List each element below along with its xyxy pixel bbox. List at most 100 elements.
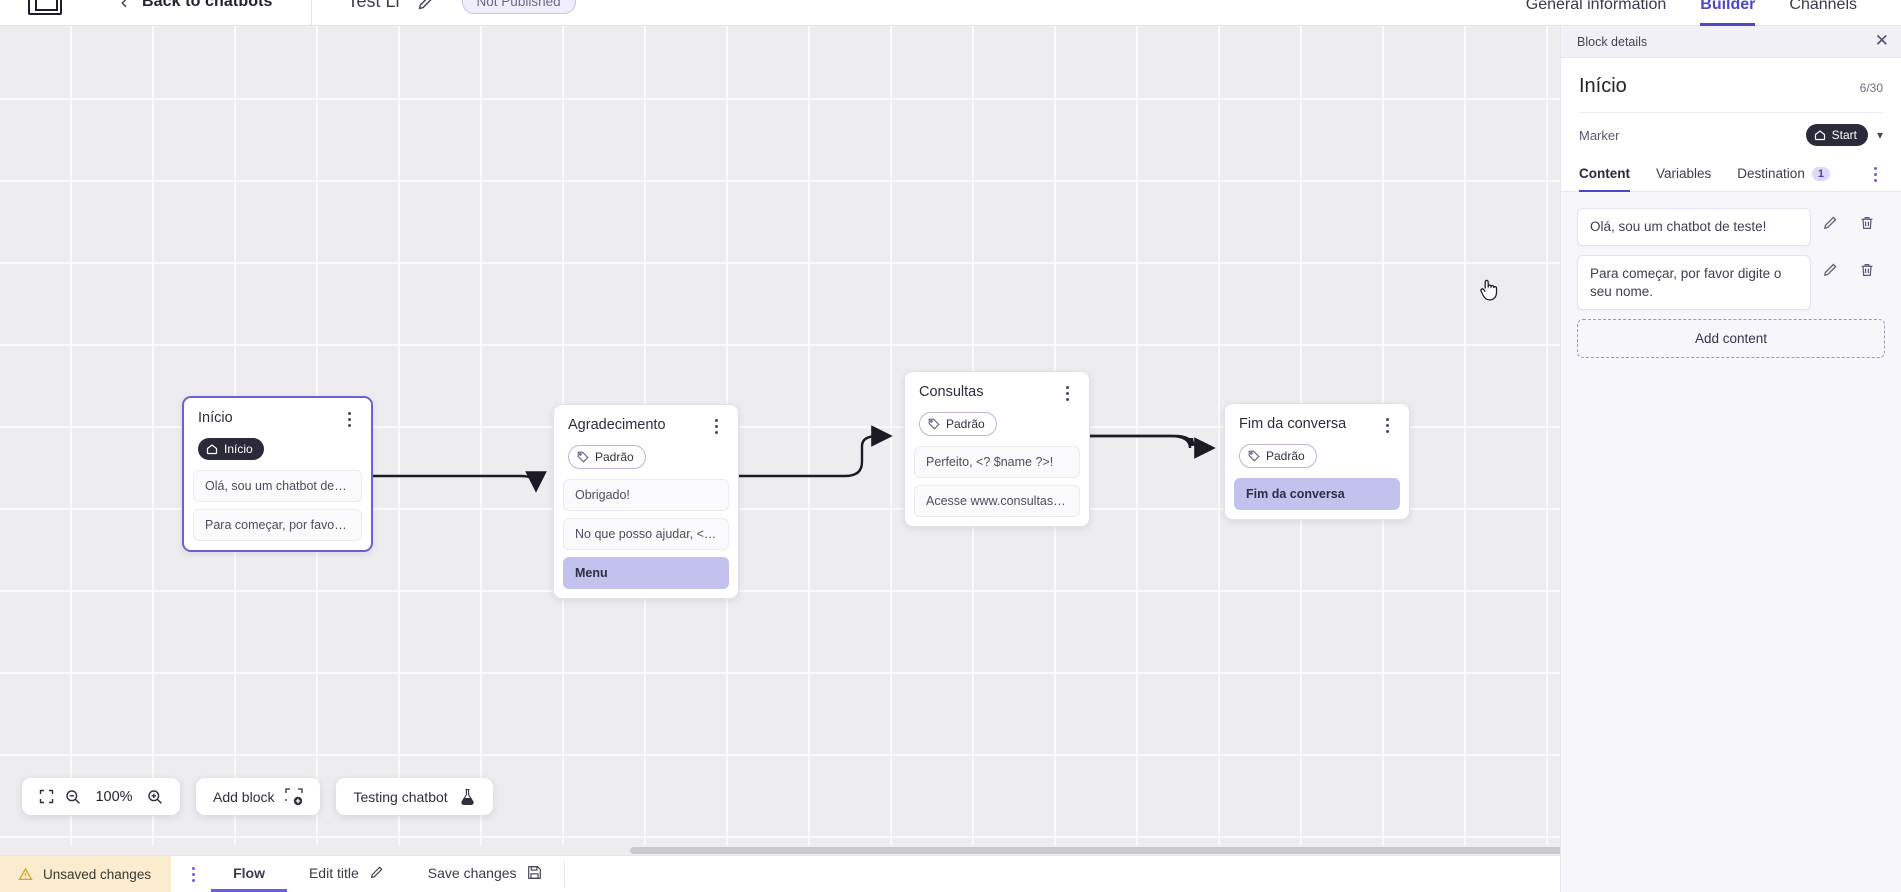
node-header: Fim da conversa Padrão — [1225, 404, 1409, 478]
node-header: Início Início — [184, 398, 371, 470]
zoom-in-icon[interactable] — [147, 789, 163, 805]
add-content-button[interactable]: Add content — [1577, 319, 1885, 359]
panel-overflow-kebab-icon[interactable] — [1867, 166, 1883, 184]
pencil-icon — [369, 865, 384, 880]
app-logo-icon — [28, 0, 62, 15]
statusbar-tab-flow[interactable]: Flow — [211, 856, 287, 892]
flow-node-fim-da-conversa[interactable]: Fim da conversa Padrão Fim da conversa — [1224, 403, 1410, 520]
mouse-cursor-pointer — [1478, 277, 1500, 303]
close-icon[interactable]: ✕ — [1874, 31, 1889, 51]
node-message[interactable]: Obrigado! — [563, 479, 729, 511]
panel-block-count: 6/30 — [1859, 81, 1883, 95]
header-divider — [310, 0, 312, 26]
panel-top-section: Início 6/30 Marker Start ▾ — [1561, 58, 1901, 158]
node-messages: Olá, sou um chatbot de teste! Para começ… — [184, 470, 371, 550]
tab-builder[interactable]: Builder — [1700, 0, 1756, 26]
add-block-label: Add block — [213, 788, 275, 805]
delete-content-button[interactable] — [1848, 255, 1885, 278]
testing-chatbot-button[interactable]: Testing chatbot — [336, 778, 493, 815]
panel-tab-content[interactable]: Content — [1579, 158, 1630, 192]
fit-screen-icon[interactable] — [39, 789, 54, 804]
node-message-menu[interactable]: Menu — [563, 557, 729, 589]
flow-canvas[interactable]: Início Início Olá, sou um chatbot de tes… — [0, 26, 1560, 855]
edit-name-pencil-icon[interactable] — [416, 0, 436, 12]
panel-tabs: Content Variables Destination 1 — [1561, 158, 1901, 192]
node-messages: Fim da conversa — [1225, 478, 1409, 519]
chatbot-name: Test Li — [347, 0, 400, 11]
home-icon — [1814, 130, 1825, 141]
tag-icon — [928, 418, 940, 430]
zoom-controls: 100% — [22, 778, 180, 815]
node-title: Agradecimento — [568, 417, 666, 433]
chevron-down-icon[interactable]: ▾ — [1876, 128, 1883, 142]
tab-general-information[interactable]: General information — [1525, 0, 1667, 13]
content-item-text[interactable]: Para começar, por favor digite o seu nom… — [1577, 254, 1811, 311]
testing-chatbot-label: Testing chatbot — [353, 788, 448, 805]
panel-tab-destination[interactable]: Destination 1 — [1737, 158, 1830, 192]
node-chip-default: Padrão — [568, 445, 646, 469]
marker-chip-start: Start — [1805, 124, 1868, 146]
flow-node-inicio[interactable]: Início Início Olá, sou um chatbot de tes… — [182, 396, 373, 552]
top-header: ‹ Back to chatbots Test Li Not Published… — [0, 0, 1901, 26]
node-message[interactable]: Olá, sou um chatbot de teste! — [193, 470, 362, 502]
delete-content-button[interactable] — [1848, 208, 1885, 231]
node-message[interactable]: Perfeito, <? $name ?>! — [914, 446, 1080, 478]
node-chip-start: Início — [198, 438, 264, 460]
node-chip-label: Padrão — [595, 450, 634, 464]
status-badge: Not Published — [461, 0, 576, 14]
node-menu-kebab-icon[interactable] — [341, 410, 357, 428]
add-block-icon — [285, 787, 304, 806]
panel-tab-label: Content — [1579, 166, 1630, 181]
flow-label: Flow — [233, 864, 265, 881]
content-item-text[interactable]: Olá, sou um chatbot de teste! — [1577, 208, 1811, 246]
statusbar-kebab-icon[interactable] — [171, 856, 211, 892]
panel-tab-variables[interactable]: Variables — [1656, 158, 1711, 192]
panel-header-title: Block details — [1577, 34, 1648, 49]
edit-content-button[interactable] — [1811, 255, 1848, 278]
node-chip-label: Início — [224, 442, 253, 456]
node-message-menu[interactable]: Fim da conversa — [1234, 478, 1400, 510]
marker-label: Marker — [1579, 127, 1620, 143]
node-chip-default: Padrão — [919, 412, 997, 436]
back-to-chatbots-link[interactable]: Back to chatbots — [142, 0, 273, 10]
pencil-icon — [1823, 263, 1836, 276]
node-message[interactable]: Acesse www.consultas.com par... — [914, 485, 1080, 517]
canvas-hscrollbar[interactable] — [0, 845, 1560, 855]
marker-select[interactable]: Start ▾ — [1805, 124, 1883, 146]
node-header: Agradecimento Padrão — [554, 405, 738, 479]
edit-title-button[interactable]: Edit title — [287, 856, 406, 892]
zoom-out-icon[interactable] — [65, 789, 81, 805]
canvas-hscrollbar-thumb[interactable] — [630, 847, 1560, 854]
trash-icon — [1861, 263, 1872, 276]
add-block-button[interactable]: Add block — [196, 778, 321, 815]
panel-tab-label: Destination — [1737, 166, 1805, 181]
panel-content-list: Olá, sou um chatbot de teste! Para começ… — [1561, 192, 1901, 359]
node-message[interactable]: No que posso ajudar, <? $name ... — [563, 518, 729, 550]
node-menu-kebab-icon[interactable] — [708, 417, 724, 435]
tag-icon — [1248, 450, 1260, 462]
node-message[interactable]: Para começar, por favor digite o ... — [193, 509, 362, 541]
save-changes-button[interactable]: Save changes — [406, 856, 564, 892]
flow-node-consultas[interactable]: Consultas Padrão Perfeito, <? $name ?>! … — [904, 371, 1090, 527]
node-messages: Perfeito, <? $name ?>! Acesse www.consul… — [905, 446, 1089, 526]
node-messages: Obrigado! No que posso ajudar, <? $name … — [554, 479, 738, 598]
node-chip-label: Padrão — [946, 417, 985, 431]
unsaved-changes-label: Unsaved changes — [43, 866, 152, 882]
node-chip-label: Padrão — [1266, 449, 1305, 463]
node-menu-kebab-icon[interactable] — [1379, 416, 1395, 434]
edit-title-label: Edit title — [308, 864, 359, 881]
content-item-row: Olá, sou um chatbot de teste! — [1577, 208, 1885, 246]
tag-icon — [577, 451, 589, 463]
canvas-toolbar: 100% Add block — [22, 778, 493, 815]
back-chevron-icon[interactable]: ‹ — [120, 0, 128, 14]
panel-block-title: Início — [1579, 75, 1627, 97]
edit-content-button[interactable] — [1811, 208, 1848, 231]
warning-icon — [18, 866, 33, 882]
save-disk-icon — [527, 865, 542, 880]
flow-node-agradecimento[interactable]: Agradecimento Padrão Obrigado! No que po… — [553, 404, 739, 599]
node-menu-kebab-icon[interactable] — [1059, 384, 1075, 402]
block-details-panel: Block details ✕ Início 6/30 Marker Start… — [1560, 26, 1901, 892]
panel-title-row: Início 6/30 — [1579, 58, 1883, 113]
tab-channels[interactable]: Channels — [1789, 0, 1857, 13]
bottom-statusbar: Unsaved changes Flow Edit title Save cha… — [0, 855, 1560, 892]
